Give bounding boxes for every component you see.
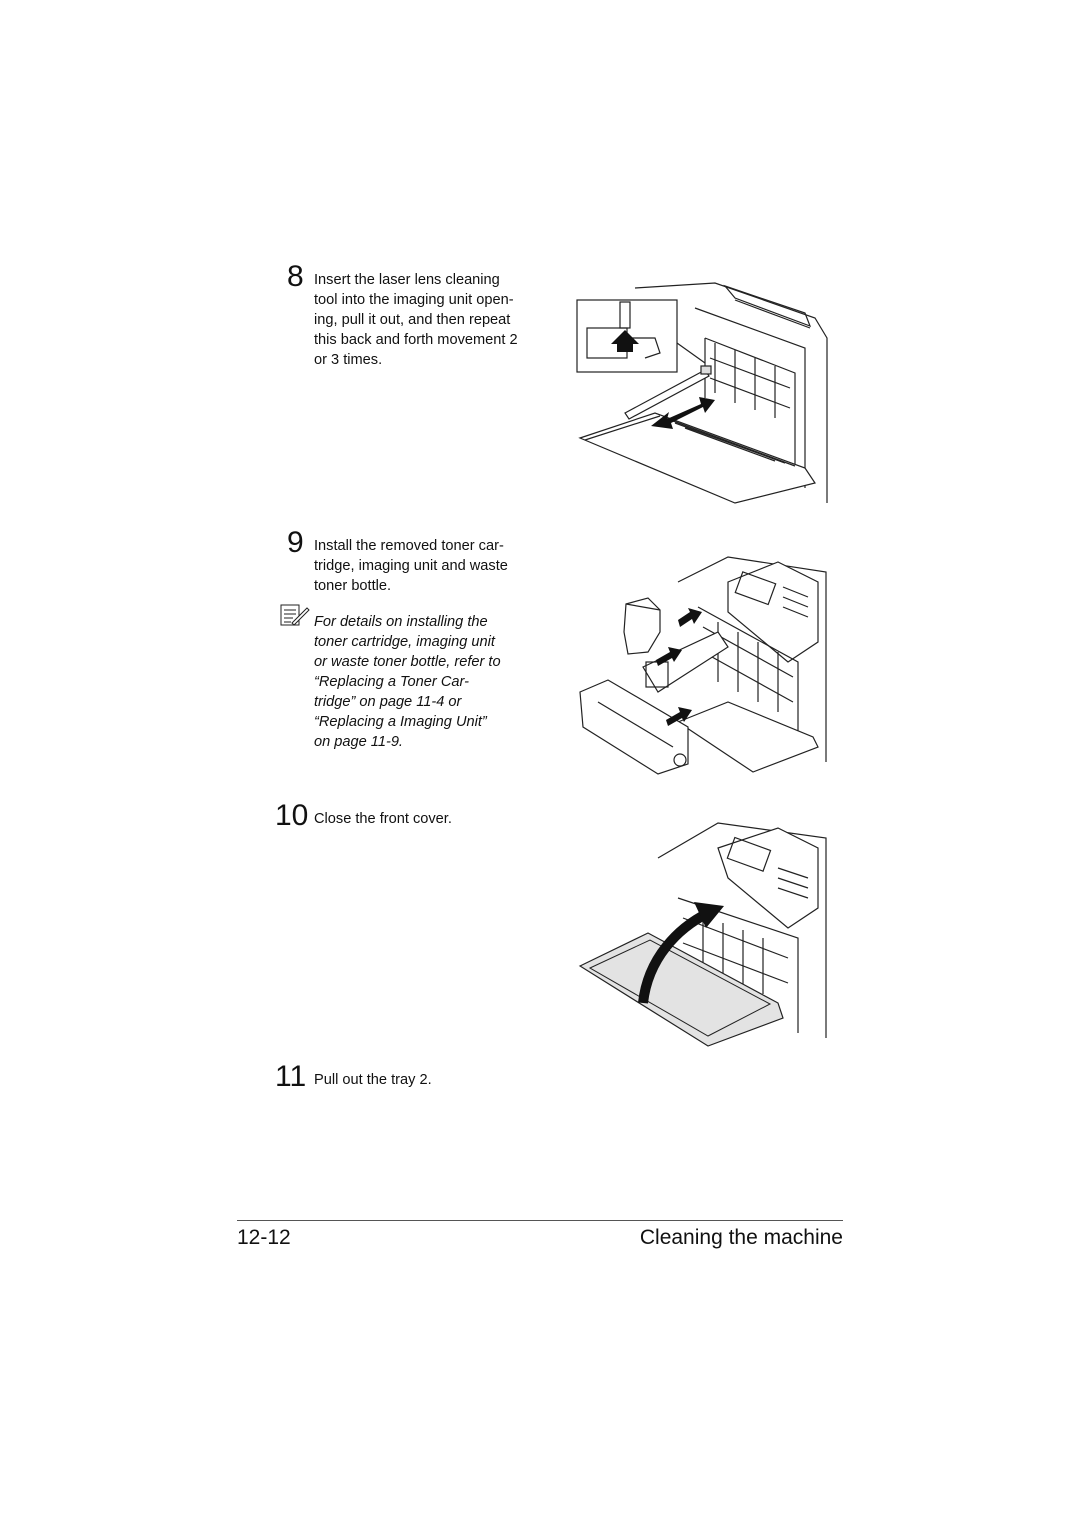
footer-rule [237, 1220, 843, 1221]
step-8-line-4: this back and forth movement 2 [314, 332, 518, 348]
step-8-line-2: tool into the imaging unit open- [314, 292, 514, 308]
section-title: Cleaning the machine [639, 1226, 843, 1249]
step-11-number: 11 [275, 1060, 307, 1093]
step-8-line-1: Insert the laser lens cleaning [314, 272, 500, 288]
figure-install-consumables [579, 556, 827, 775]
step-10-number: 10 [275, 799, 309, 832]
step-8-line-3: ing, pull it out, and then repeat [314, 312, 511, 328]
note-line-6: “Replacing a Imaging Unit” [314, 714, 487, 730]
figure-close-front-cover [578, 822, 827, 1047]
note-line-3: or waste toner bottle, refer to [314, 654, 501, 670]
note-text: For details on installing the toner cart… [314, 612, 501, 752]
step-11-text: Pull out the tray 2. [314, 1070, 432, 1090]
note-pencil-icon [280, 604, 310, 626]
note-line-7: on page 11-9. [314, 734, 403, 750]
note-line-5: tridge” on page 11-4 or [314, 694, 462, 710]
step-9-line-1: Install the removed toner car- [314, 538, 504, 554]
step-11-line-1: Pull out the tray 2. [314, 1072, 432, 1088]
step-9-text: Install the removed toner car- tridge, i… [314, 536, 508, 596]
note-line-4: “Replacing a Toner Car- [314, 674, 469, 690]
step-10-text: Close the front cover. [314, 809, 452, 829]
page-number: 12-12 [237, 1226, 291, 1249]
note-line-2: toner cartridge, imaging unit [314, 634, 495, 650]
step-9-line-3: toner bottle. [314, 578, 392, 594]
step-10-line-1: Close the front cover. [314, 811, 452, 827]
figure-laser-lens-cleaning [576, 282, 828, 504]
step-9-number: 9 [287, 526, 304, 559]
step-8-line-5: or 3 times. [314, 352, 383, 368]
note-line-1: For details on installing the [314, 614, 488, 630]
step-9-line-2: tridge, imaging unit and waste [314, 558, 508, 574]
step-8-number: 8 [287, 260, 304, 293]
step-8-text: Insert the laser lens cleaning tool into… [314, 270, 518, 370]
